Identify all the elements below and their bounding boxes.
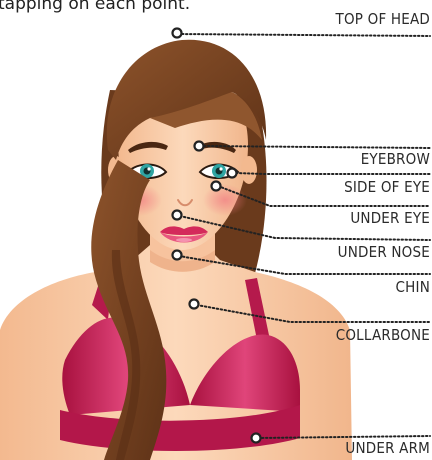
label-side-of-eye: SIDE OF EYE: [344, 178, 430, 196]
label-under-eye: UNDER EYE: [350, 209, 430, 227]
top-of-head-point: [173, 29, 182, 38]
chin-point: [173, 251, 182, 260]
under-nose-point: [173, 211, 182, 220]
label-top-of-head: TOP OF HEAD: [336, 10, 430, 28]
leader-side-of-eye: [236, 173, 430, 174]
label-under-arm: UNDER ARM: [345, 439, 430, 457]
label-under-nose: UNDER NOSE: [338, 243, 430, 261]
under-eye-point: [212, 182, 221, 191]
side-of-eye-point: [228, 169, 237, 178]
leader-top-of-head: [178, 34, 430, 36]
label-collarbone: COLLARBONE: [336, 326, 430, 344]
label-chin: CHIN: [396, 278, 430, 296]
collarbone-point: [190, 300, 199, 309]
label-eyebrow: EYEBROW: [361, 150, 430, 168]
under-arm-point: [252, 434, 261, 443]
eyebrow-point: [195, 142, 204, 151]
